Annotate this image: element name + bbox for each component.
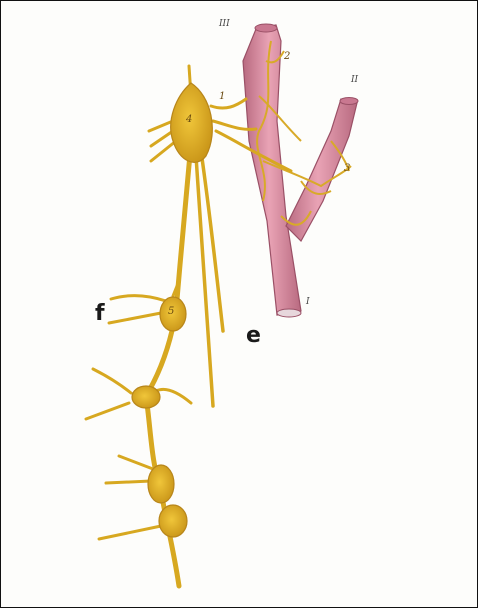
vessel-label-right: II [351, 75, 358, 85]
label-e: e [246, 323, 261, 348]
label-num-3: 3 [344, 163, 350, 174]
label-num-2: 2 [284, 51, 290, 62]
vessel-end-top [255, 24, 277, 32]
vessel-end-bottom [277, 309, 301, 317]
label-num-4: 4 [186, 114, 192, 125]
label-num-1: 1 [219, 91, 225, 102]
vessel-label-bottom: I [306, 297, 310, 307]
ganglion-2 [132, 386, 160, 408]
vessel-end-right [340, 98, 358, 105]
ganglion-5 [159, 505, 187, 537]
blood-vessel [243, 24, 358, 317]
descending-fiber-2 [196, 156, 213, 406]
label-num-5: 5 [168, 306, 174, 317]
vessel-label-top: III [219, 19, 230, 29]
label-f: f [95, 301, 105, 326]
ganglion-4 [148, 465, 174, 503]
vessel-trunk [243, 25, 301, 315]
